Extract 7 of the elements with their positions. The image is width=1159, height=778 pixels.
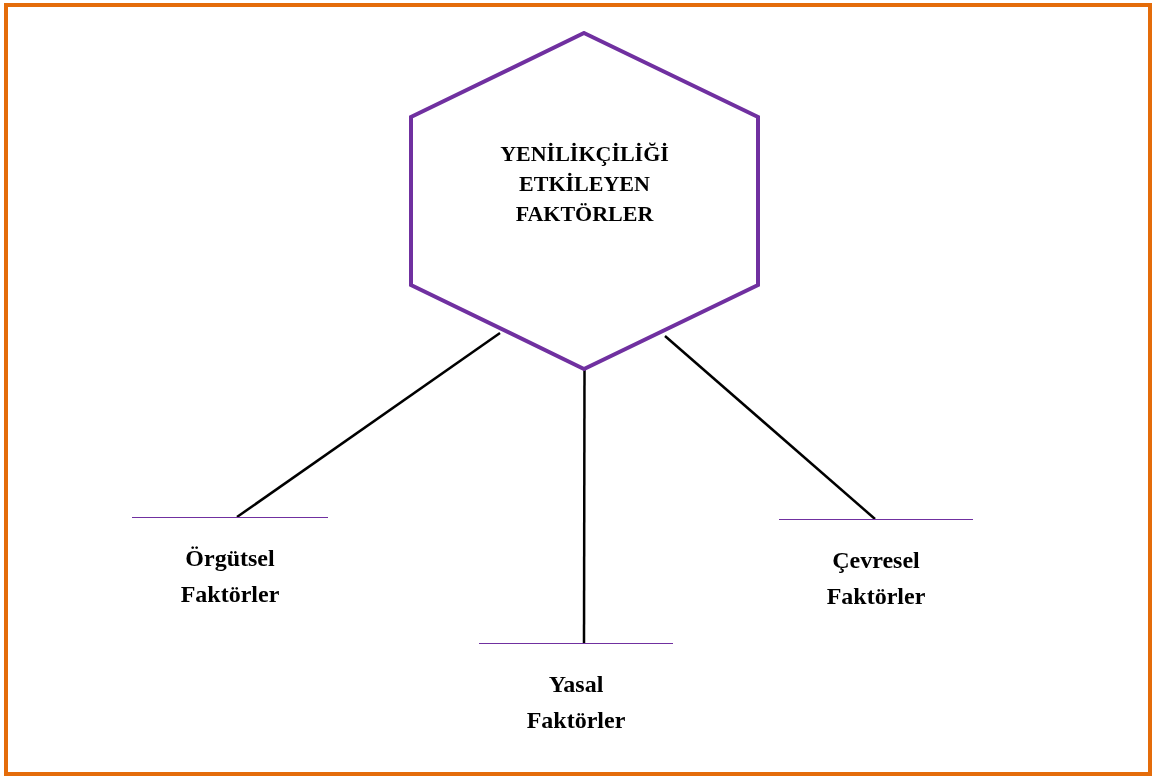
connector-line	[664, 335, 876, 520]
factor-label: Çevresel Faktörler	[825, 546, 927, 611]
connector-line	[236, 331, 501, 519]
connector-line	[582, 369, 586, 643]
factor-label: Örgütsel Faktörler	[179, 544, 281, 609]
hexagon-title: YENİLİKÇİLİĞİ ETKİLEYEN FAKTÖRLER	[499, 140, 670, 228]
factor-label: Yasal Faktörler	[525, 670, 627, 735]
